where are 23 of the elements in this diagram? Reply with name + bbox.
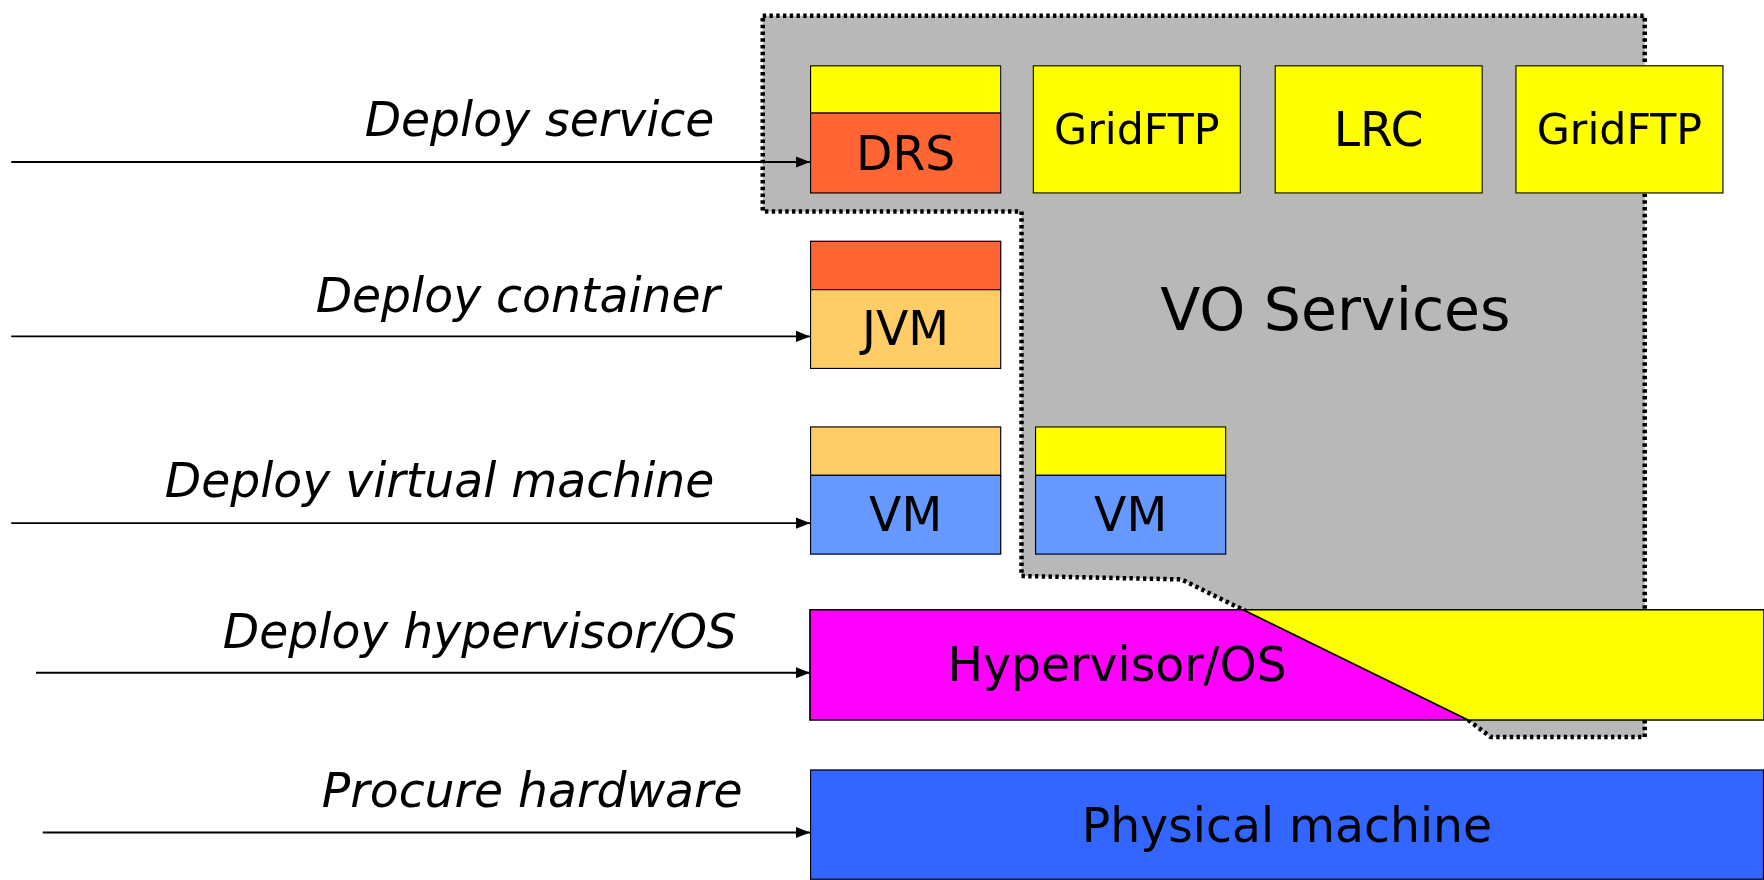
layer-bar <box>810 240 1002 291</box>
component-box: DRS <box>810 112 1002 194</box>
component-box: Physical machine <box>810 769 1764 880</box>
arrow <box>10 517 811 529</box>
arrow <box>35 667 811 679</box>
region-title: VO Services <box>1160 275 1511 344</box>
arrow <box>10 156 811 168</box>
hypervisor-layer: Hypervisor/OS <box>810 609 1469 720</box>
component-box: LRC <box>1274 65 1483 194</box>
component-box: VM <box>1035 474 1227 555</box>
component-box: VM <box>810 474 1002 555</box>
arrow <box>10 330 811 343</box>
component-box: GridFTP <box>1032 65 1241 194</box>
component-box: JVM <box>810 289 1002 369</box>
edge-label: Deploy service <box>364 94 715 147</box>
edge-label: Deploy hypervisor/OS <box>222 606 737 659</box>
layer-bar <box>1035 426 1227 476</box>
edge-label: Procure hardware <box>321 765 743 817</box>
component-box: GridFTP <box>1515 65 1724 194</box>
arrow <box>41 826 811 839</box>
layer-bar <box>810 65 1002 114</box>
layer-bar <box>810 426 1002 476</box>
edge-label: Deploy virtual machine <box>164 455 715 508</box>
